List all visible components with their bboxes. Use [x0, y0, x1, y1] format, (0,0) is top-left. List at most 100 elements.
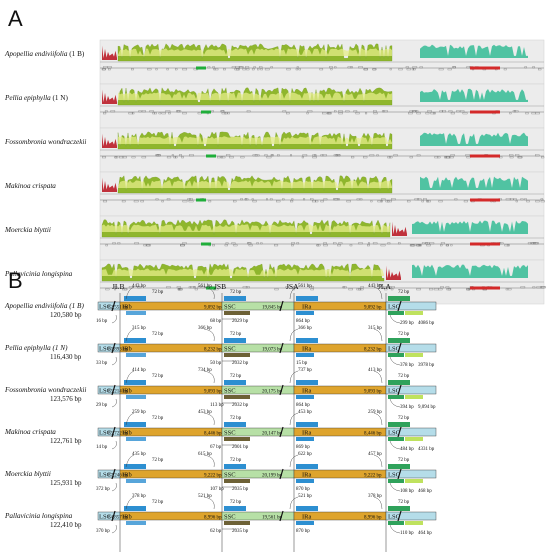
region-lsc-right: [385, 301, 437, 311]
gene-below: [405, 395, 423, 399]
lcb-block-red: [102, 133, 117, 148]
bp-label-bottom: 14 bp: [96, 445, 108, 450]
distance-arrow: [289, 412, 299, 426]
gene-box: [175, 68, 178, 71]
bp-label-top: 737 bp: [298, 368, 312, 373]
bp-label-top: 72 bp: [230, 500, 242, 505]
gene-box: [387, 242, 391, 245]
break-mark: [279, 300, 284, 312]
gene-box: [103, 112, 107, 115]
ssc-length: 20,147 bp: [262, 432, 283, 437]
gene-box: [347, 66, 352, 69]
distance-arrow: [373, 286, 383, 300]
gene-box: [107, 66, 112, 69]
gene-box: [112, 242, 116, 245]
gene-box: [513, 198, 517, 201]
species-label-a: Moerckia blyttii: [4, 226, 51, 234]
distance-arrow: [125, 328, 135, 342]
gene-box: [213, 68, 216, 71]
region-label-lsc: LSC: [388, 346, 400, 353]
distance-arrow: [111, 398, 117, 408]
region-label-irb: IRb: [122, 388, 132, 395]
gene-box: [290, 154, 293, 157]
bp-label-top: 622 bp: [298, 452, 312, 457]
gene-box: [504, 244, 509, 247]
gene-above: [296, 506, 318, 511]
gene-box: [353, 110, 358, 113]
ira-length: 9,092 bp: [364, 306, 382, 311]
gene-box: [416, 154, 421, 157]
region-label-ssc: SSC: [224, 430, 236, 437]
gene-below: [388, 311, 404, 315]
species-label-b: Moerckia blyttii: [4, 470, 51, 478]
rrna-mark-red: [470, 66, 500, 70]
region-label-ira: IRa: [302, 514, 312, 521]
gene-box: [295, 68, 299, 71]
gene-box: [323, 242, 327, 245]
gene-box: [385, 200, 390, 203]
gene-box: [291, 244, 294, 247]
lsc-length: 85,722 bp: [108, 432, 129, 437]
gene-box: [225, 242, 229, 245]
gene-box: [138, 110, 142, 113]
gene-box: [264, 68, 270, 71]
distance-arrow: [203, 286, 215, 300]
gene-box: [187, 198, 191, 201]
gene-box: [405, 66, 409, 69]
bp-label-bottom: 4086 bp: [418, 321, 435, 326]
gene-box: [333, 198, 338, 201]
bp-label-top: 366 bp: [298, 326, 312, 331]
break-mark: [397, 510, 402, 522]
gene-below: [388, 437, 404, 441]
region-label-lsc: LSC: [99, 304, 111, 311]
gene-box: [360, 286, 364, 289]
gene-box: [346, 200, 351, 203]
gene-box: [448, 110, 453, 113]
gene-box: [257, 68, 260, 71]
genome-size: 122,761 bp: [50, 437, 82, 445]
lcb-block-red: [102, 45, 117, 60]
gene-box: [338, 154, 341, 157]
gene-box: [535, 200, 540, 203]
gene-box: [226, 154, 231, 157]
distance-arrow: [373, 370, 383, 384]
break-mark: [111, 468, 116, 480]
gene-box: [141, 110, 146, 113]
ssc-length: 20,175 bp: [262, 390, 283, 395]
gene-box: [188, 200, 194, 203]
gene-box: [276, 200, 281, 203]
gene-box: [119, 156, 124, 159]
ssc-length: 20,199 bp: [262, 474, 283, 479]
gene-below: [296, 353, 314, 357]
region-lsc-right: [385, 385, 437, 395]
gene-box: [259, 66, 263, 69]
gene-mark-green: [201, 110, 211, 114]
bp-label-bottom: 299 bp: [400, 321, 414, 326]
gene-box: [292, 288, 295, 291]
bp-label-top: 72 bp: [152, 458, 164, 463]
junction-label: JSA: [286, 282, 299, 291]
gene-box: [314, 154, 317, 157]
gene-box: [414, 198, 419, 201]
lsc-length: 87,246 bp: [108, 474, 129, 479]
genome-size: 123,576 bp: [50, 395, 82, 403]
gene-box: [462, 112, 468, 115]
bp-label-bottom: 2032 bp: [232, 403, 249, 408]
bp-label-bottom: 62 bp: [210, 529, 222, 534]
gene-below: [405, 353, 423, 357]
gene-box: [238, 66, 244, 69]
gene-box: [419, 66, 423, 69]
gene-box: [212, 66, 215, 69]
gene-box: [370, 200, 373, 203]
distance-arrow: [373, 496, 383, 510]
bp-label-bottom: 869 bp: [296, 445, 310, 450]
gene-box: [147, 68, 152, 71]
bp-label-bottom: 370 bp: [96, 529, 110, 534]
gene-box: [176, 110, 180, 113]
gene-box: [307, 110, 313, 113]
gene-box: [415, 110, 419, 113]
gene-box: [174, 156, 178, 159]
bp-label-bottom: 50 bp: [210, 361, 222, 366]
bp-label-top: 72 bp: [230, 458, 242, 463]
bp-label-bottom: 113 bp: [210, 403, 224, 408]
